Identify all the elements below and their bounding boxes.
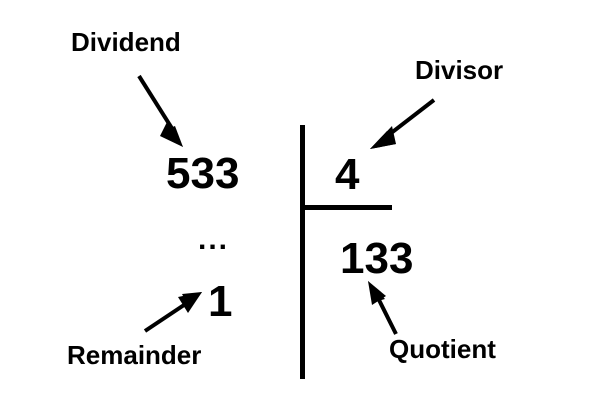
arrow-divisor-icon bbox=[370, 98, 436, 149]
divisor-label: Divisor bbox=[415, 55, 504, 85]
dividend-label: Dividend bbox=[71, 27, 181, 57]
dividend-value: 533 bbox=[166, 149, 240, 198]
quotient-value: 133 bbox=[340, 234, 414, 283]
ellipsis-text: ... bbox=[198, 223, 230, 256]
horizontal-rule bbox=[300, 205, 392, 210]
arrow-quotient-icon bbox=[368, 281, 398, 335]
vertical-rule bbox=[300, 125, 305, 379]
arrow-dividend-icon bbox=[137, 74, 183, 147]
divisor-value: 4 bbox=[335, 150, 360, 199]
remainder-value: 1 bbox=[208, 277, 233, 326]
quotient-label: Quotient bbox=[389, 334, 496, 364]
arrow-remainder-icon bbox=[143, 292, 202, 333]
remainder-label: Remainder bbox=[67, 340, 202, 370]
